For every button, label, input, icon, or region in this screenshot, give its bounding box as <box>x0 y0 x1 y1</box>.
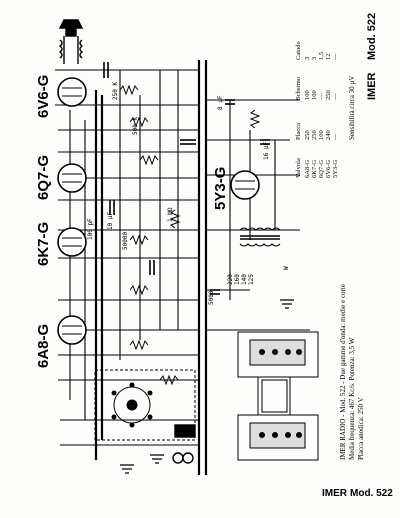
wavechange-switch <box>94 369 196 441</box>
capacitors <box>103 62 270 295</box>
label-r2: 500 K <box>132 117 139 135</box>
ground-symbols <box>120 299 294 474</box>
label-c3: 16 µF <box>263 142 270 160</box>
table-cell: 12 <box>325 54 332 61</box>
label-r4: 50000 <box>122 232 129 250</box>
tube-5y3g <box>230 170 260 200</box>
table-cell: 250 <box>325 90 332 100</box>
chassis-layout <box>237 331 319 461</box>
header-brand-name: IMER <box>366 72 378 100</box>
header-model: Mod. 522 <box>366 13 378 60</box>
table-cell: 250 <box>304 130 311 140</box>
component-labels: 250 K 500 K 1 MΩ 50000 10 µF 8 µF 16 µF … <box>87 82 290 305</box>
table-cell: 100 <box>311 90 318 100</box>
caption-line-3: Placca anodica: 250 V <box>357 397 365 460</box>
label-r3: 1 MΩ <box>167 207 174 222</box>
caption-block: IMER RADIO - Mod. 522 - Due gamme d'onda… <box>339 76 365 461</box>
table-cell: 3 <box>311 57 318 60</box>
sensitivity-note: Sensibilità circa 30 µV <box>348 76 356 141</box>
tube-label-6k7g: 6K7-G <box>35 222 52 266</box>
table-cell: 100 <box>304 90 311 100</box>
table-cell: — <box>318 93 325 101</box>
label-r1: 250 K <box>112 82 119 100</box>
bus-lines <box>94 60 208 475</box>
table-header-schermo: Schermo <box>295 77 302 100</box>
resistors <box>119 84 261 386</box>
caption-line-1: IMER RADIO - Mod. 522 - Due gamme d'onda… <box>339 284 347 460</box>
table-cell: — <box>332 133 339 141</box>
tube-6q7g <box>57 163 87 193</box>
table-cell: 6K7-G <box>311 160 318 178</box>
tube-6v6g <box>57 77 87 107</box>
label-v1: 220 <box>227 274 234 285</box>
label-v2: 160 <box>234 274 241 285</box>
table-cell: 6Q7-G <box>318 160 325 178</box>
footer-model: Mod. 522 <box>350 488 393 499</box>
table-cell: 6V6-G <box>325 160 332 178</box>
tube-label-5y3g: 5Y3-G <box>212 167 229 210</box>
label-c2: 8 µF <box>217 95 224 110</box>
table-header-catodo: Catodo <box>295 41 302 60</box>
label-v4: 125 <box>248 274 255 285</box>
tube-label-6v6g: 6V6-G <box>35 75 52 118</box>
caption-line-2: Media frequenza: 467 Kc/s. Potenza: 3,5 … <box>348 337 356 460</box>
tube-6a8g <box>57 315 87 345</box>
table-header-placca: Placca <box>295 123 302 140</box>
label-c5: 5000 <box>208 290 215 305</box>
table-cell: 240 <box>325 130 332 140</box>
table-header-valvola: Valvola <box>295 158 302 178</box>
tube-symbols <box>57 77 260 345</box>
table-cell: 6A8-G <box>304 160 311 178</box>
tube-label-6q7g: 6Q7-G <box>35 155 52 200</box>
table-cell: — <box>332 53 339 61</box>
footer-brand-name: IMER <box>322 488 348 499</box>
header-brand: IMER Mod. 522 <box>366 13 378 100</box>
wiring <box>55 69 310 446</box>
speaker-icon <box>58 19 84 64</box>
table-cell: 3 <box>304 57 311 60</box>
power-transformer <box>239 227 281 247</box>
label-coil: W <box>283 266 290 270</box>
table-cell: 100 <box>318 130 325 140</box>
valve-voltage-table: Valvola 6A8-G 6K7-G 6Q7-G 6V6-G 5Y3-G Pl… <box>295 41 339 178</box>
tube-6k7g <box>57 227 87 257</box>
table-cell: 250 <box>311 130 318 140</box>
label-v3: 140 <box>241 274 248 285</box>
table-cell: 1,5 <box>318 52 325 60</box>
pilot-lamps <box>172 424 196 464</box>
table-cell: 5Y3-G <box>332 160 339 178</box>
footer-brand: IMER Mod. 522 <box>322 488 393 499</box>
tube-label-6a8g: 6A8-G <box>35 324 52 368</box>
label-c1: 10 µF <box>107 212 114 230</box>
table-cell: — <box>332 93 339 101</box>
label-c4: 100 pF <box>87 218 94 240</box>
